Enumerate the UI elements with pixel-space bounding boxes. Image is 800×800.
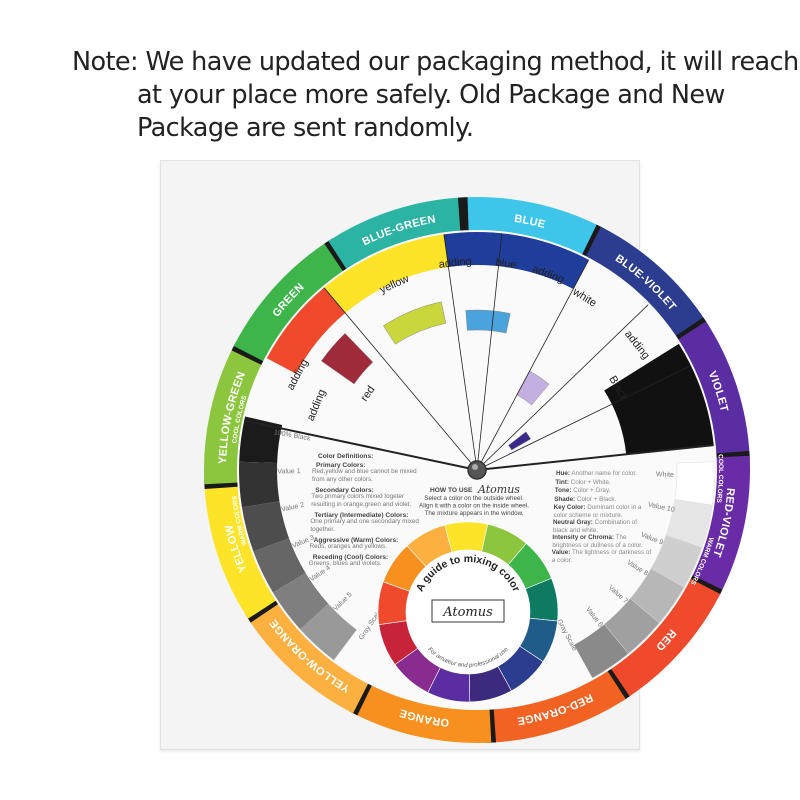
gray-swatch-left — [241, 501, 290, 552]
window-divider-line — [476, 233, 503, 471]
definition-right: Value: The lightness or darkness of a co… — [552, 549, 652, 564]
swatch-yellow-mix — [382, 301, 447, 345]
definition-term: Tone: — [554, 487, 572, 494]
how-to-use-line: The mixture appears in the window. — [424, 510, 523, 517]
definitions-title: Color Definitions: — [318, 453, 373, 460]
definition-text: Two primary colors mixed togeter resulti… — [311, 493, 412, 508]
definition-text: The lightness or darkness of a color. — [551, 549, 652, 564]
window-divider-line — [323, 287, 478, 471]
definition-text: Red,yellow and blue cannot be mixed from… — [312, 468, 417, 483]
brand-logo: Atomus — [442, 605, 493, 620]
definition-right: Intensity or Chroma: The brightness or d… — [552, 534, 652, 549]
pivot-rivet[interactable] — [467, 460, 487, 480]
note-line-3: Package are sent randomly. — [137, 113, 474, 143]
brand-logo-box — [431, 599, 505, 623]
ring-segment-red-violet — [689, 455, 750, 594]
ring-segment-blue-violet — [585, 226, 706, 341]
definition-right: Shade: Color + Black. — [554, 496, 654, 504]
gray-swatch-left — [239, 461, 280, 508]
gray-swatch-right — [573, 623, 629, 679]
definition-term: Key Color: — [553, 504, 586, 511]
ring-segment-violet — [676, 321, 750, 458]
definition-text: The brightness or dullness of a color. — [552, 534, 643, 549]
ring-segment-green — [233, 241, 348, 362]
definition-term: Receding (Cool) Colors: — [313, 554, 388, 561]
definition-right: Tone: Color + Gray. — [555, 487, 655, 495]
swatch-black-mix — [508, 431, 532, 451]
window-band-black — [604, 343, 714, 455]
definition-text: Reds, oranges and yellows. — [309, 543, 387, 550]
ring-segment-red — [606, 578, 721, 699]
definition-text: Color + Gray. — [573, 487, 611, 494]
definition-term: Hue: — [556, 470, 570, 477]
window-divider-line — [243, 419, 478, 471]
ring-segment-yellow-green — [203, 346, 265, 485]
gray-swatch-left — [253, 538, 306, 593]
swatch-white-mix — [516, 370, 550, 406]
packaging-note: Note: We have updated our packaging meth… — [72, 46, 799, 145]
inner-wheel-segment[interactable] — [444, 521, 489, 553]
window-band-yellow — [324, 234, 449, 313]
ring-segment-orange — [353, 682, 492, 743]
window-divider-line — [443, 234, 478, 471]
ring-segment-blue-green — [328, 197, 465, 271]
note-line-2: at your place more safely. Old Package a… — [137, 80, 725, 110]
ring-sublabel: COOL COLORS — [715, 454, 724, 504]
gray-swatch-left — [239, 416, 283, 464]
how-to-use-line: Align it with a color on the inside whee… — [419, 503, 529, 510]
definition-right: Neutral Gray: Combination of black and w… — [553, 519, 653, 534]
ring-segment-yellow — [204, 482, 278, 619]
definition-text: Another name for color. — [571, 470, 637, 477]
window-divider-line — [476, 304, 649, 471]
gray-swatch-left — [300, 603, 357, 661]
swatch-red-mix — [321, 332, 374, 385]
gray-label-right: White — [656, 471, 674, 479]
definition-term: Intensity or Chroma: — [552, 534, 614, 541]
definition-text: Dominant color in a color scheme or mixt… — [553, 504, 642, 519]
definition-right: Hue: Another name for color. — [556, 470, 656, 478]
ring-segment-blue — [462, 197, 601, 258]
definition-text: Color + Black. — [576, 495, 617, 503]
gray-label-left: Value 2 — [281, 502, 305, 514]
gray-swatch-left — [272, 573, 329, 630]
window-label-adding: adding — [438, 255, 472, 270]
definition-text: Greens, blues and violets. — [308, 560, 382, 567]
definition-term: Tint: — [555, 478, 569, 486]
window-band-red — [266, 287, 346, 374]
ring-segment-yellow-orange — [248, 599, 369, 714]
definition-right: Key Color: Dominant color in a color sch… — [554, 504, 654, 519]
definition-term: Shade: — [554, 495, 576, 503]
definition-term: Primary Colors: — [316, 462, 365, 469]
window-divider-line — [476, 259, 590, 471]
definition-text: Color + White. — [570, 478, 611, 486]
window-divider-line — [476, 444, 714, 471]
definition-term: Aggressive (Warm) Colors: — [314, 537, 399, 544]
gray-label-left: Value 1 — [277, 468, 300, 475]
swatch-blue-mix — [465, 309, 511, 334]
definition-text: Combination of black and white. — [553, 519, 638, 534]
pivot-highlight — [472, 464, 478, 470]
ring-segment-red-orange — [489, 669, 626, 743]
note-line-1: Note: We have updated our packaging meth… — [72, 47, 799, 77]
how-to-use-brand: Atomus — [477, 483, 520, 496]
definition-term: Neutral Gray: — [553, 519, 593, 526]
how-to-use-line: Select a color on the outside wheel. — [424, 495, 524, 502]
how-to-use-title: HOW TO USE — [430, 487, 473, 494]
window-label-blue: blue — [495, 257, 517, 272]
definition-term: Secondary Colors: — [315, 487, 374, 494]
gray-swatch-right — [674, 461, 716, 506]
definition-term: Tertiary (Intermediate) Colors: — [314, 512, 408, 519]
definition-term: Value: — [551, 549, 571, 556]
window-divider-line — [476, 365, 692, 471]
definition-right: Tint: Color + White. — [555, 479, 655, 487]
window-band-blue — [443, 232, 589, 289]
definition-text: One primary and one secondary mixed toge… — [310, 518, 419, 533]
ring-divider — [457, 197, 469, 233]
